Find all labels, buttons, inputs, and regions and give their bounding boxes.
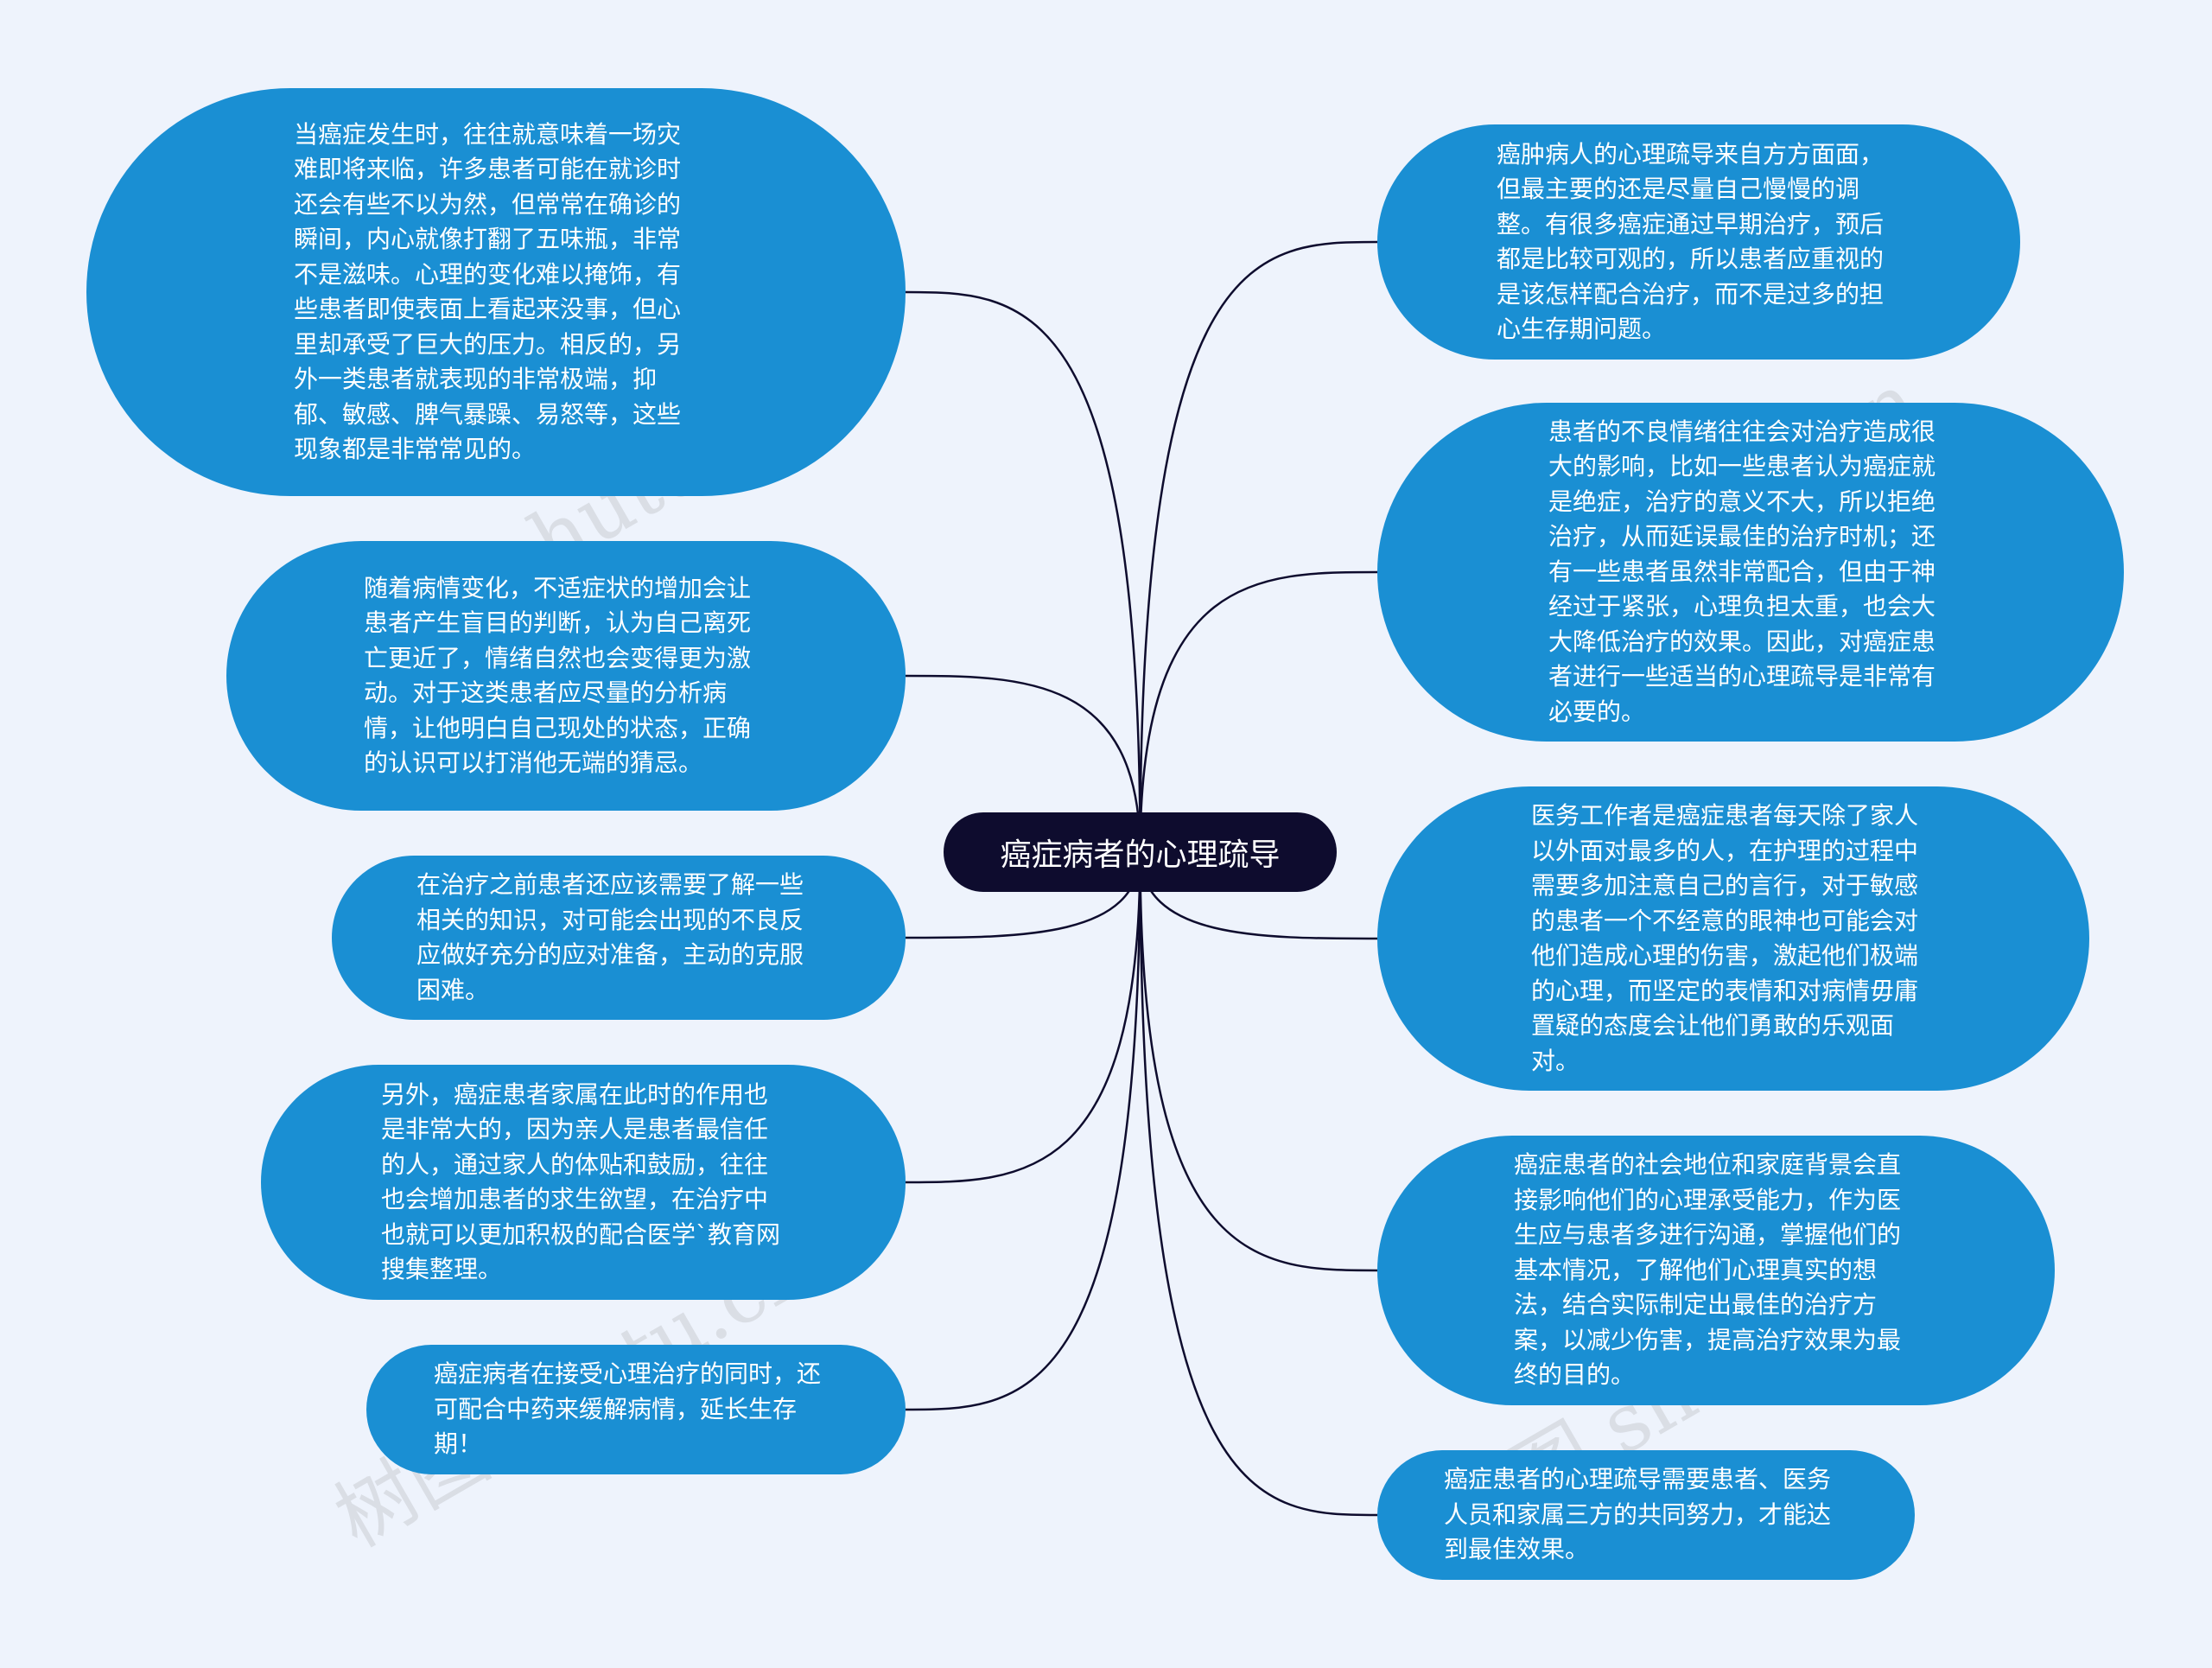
left-topic-node[interactable]: 癌症病者在接受心理治疗的同时，还可配合中药来缓解病情，延长生存期！ (366, 1345, 906, 1474)
topic-text: 当癌症发生时，往往就意味着一场灾难即将来临，许多患者可能在就诊时还会有些不以为然… (294, 119, 682, 464)
connector-line (1139, 570, 1378, 853)
right-topic-node[interactable]: 患者的不良情绪往往会对治疗造成很大的影响，比如一些患者认为癌症就是绝症，治疗的意… (1377, 403, 2124, 742)
right-topic-node[interactable]: 癌肿病人的心理疏导来自方方面面，但最主要的还是尽量自己慢慢的调整。有很多癌症通过… (1377, 124, 2020, 360)
connector-line (905, 851, 1141, 1184)
topic-text: 癌肿病人的心理疏导来自方方面面，但最主要的还是尽量自己慢慢的调整。有很多癌症通过… (1497, 139, 1885, 344)
left-topic-node[interactable]: 当癌症发生时，往往就意味着一场灾难即将来临，许多患者可能在就诊时还会有些不以为然… (86, 88, 906, 496)
left-topic-node[interactable]: 随着病情变化，不适症状的增加会让患者产生盲目的判断，认为自己离死亡更近了，情绪自… (226, 541, 906, 811)
connector-line (1139, 851, 1378, 1517)
right-topic-node[interactable]: 癌症患者的心理疏导需要患者、医务人员和家属三方的共同努力，才能达到最佳效果。 (1377, 1450, 1915, 1580)
topic-text: 患者的不良情绪往往会对治疗造成很大的影响，比如一些患者认为癌症就是绝症，治疗的意… (1548, 417, 1936, 726)
topic-text: 另外，癌症患者家属在此时的作用也是非常大的，因为亲人是患者最信任的人，通过家人的… (381, 1079, 781, 1284)
central-topic[interactable]: 癌症病者的心理疏导 (944, 812, 1337, 892)
left-topic-node[interactable]: 另外，癌症患者家属在此时的作用也是非常大的，因为亲人是患者最信任的人，通过家人的… (261, 1065, 906, 1300)
central-topic-label: 癌症病者的心理疏导 (1000, 837, 1281, 873)
right-topic-node[interactable]: 癌症患者的社会地位和家庭背景会直接影响他们的心理承受能力，作为医生应与患者多进行… (1377, 1136, 2055, 1405)
left-topic-node[interactable]: 在治疗之前患者还应该需要了解一些相关的知识，对可能会出现的不良反应做好充分的应对… (332, 856, 906, 1020)
topic-text: 癌症病者在接受心理治疗的同时，还可配合中药来缓解病情，延长生存期！ (434, 1359, 822, 1459)
topic-text: 癌症患者的心理疏导需要患者、医务人员和家属三方的共同努力，才能达到最佳效果。 (1444, 1465, 1832, 1564)
connector-line (1139, 851, 1378, 1272)
connector-line (905, 674, 1141, 853)
topic-text: 癌症患者的社会地位和家庭背景会直接影响他们的心理承受能力，作为医生应与患者多进行… (1514, 1150, 1902, 1390)
topic-text: 在治疗之前患者还应该需要了解一些相关的知识，对可能会出现的不良反应做好充分的应对… (416, 870, 804, 1004)
connector-line (905, 851, 1141, 1411)
right-topic-node[interactable]: 医务工作者是癌症患者每天除了家人以外面对最多的人，在护理的过程中需要多加注意自己… (1377, 786, 2089, 1091)
connector-line (1139, 240, 1378, 853)
connector-line (905, 290, 1141, 853)
topic-text: 随着病情变化，不适症状的增加会让患者产生盲目的判断，认为自己离死亡更近了，情绪自… (364, 573, 752, 778)
topic-text: 医务工作者是癌症患者每天除了家人以外面对最多的人，在护理的过程中需要多加注意自己… (1531, 801, 1919, 1075)
